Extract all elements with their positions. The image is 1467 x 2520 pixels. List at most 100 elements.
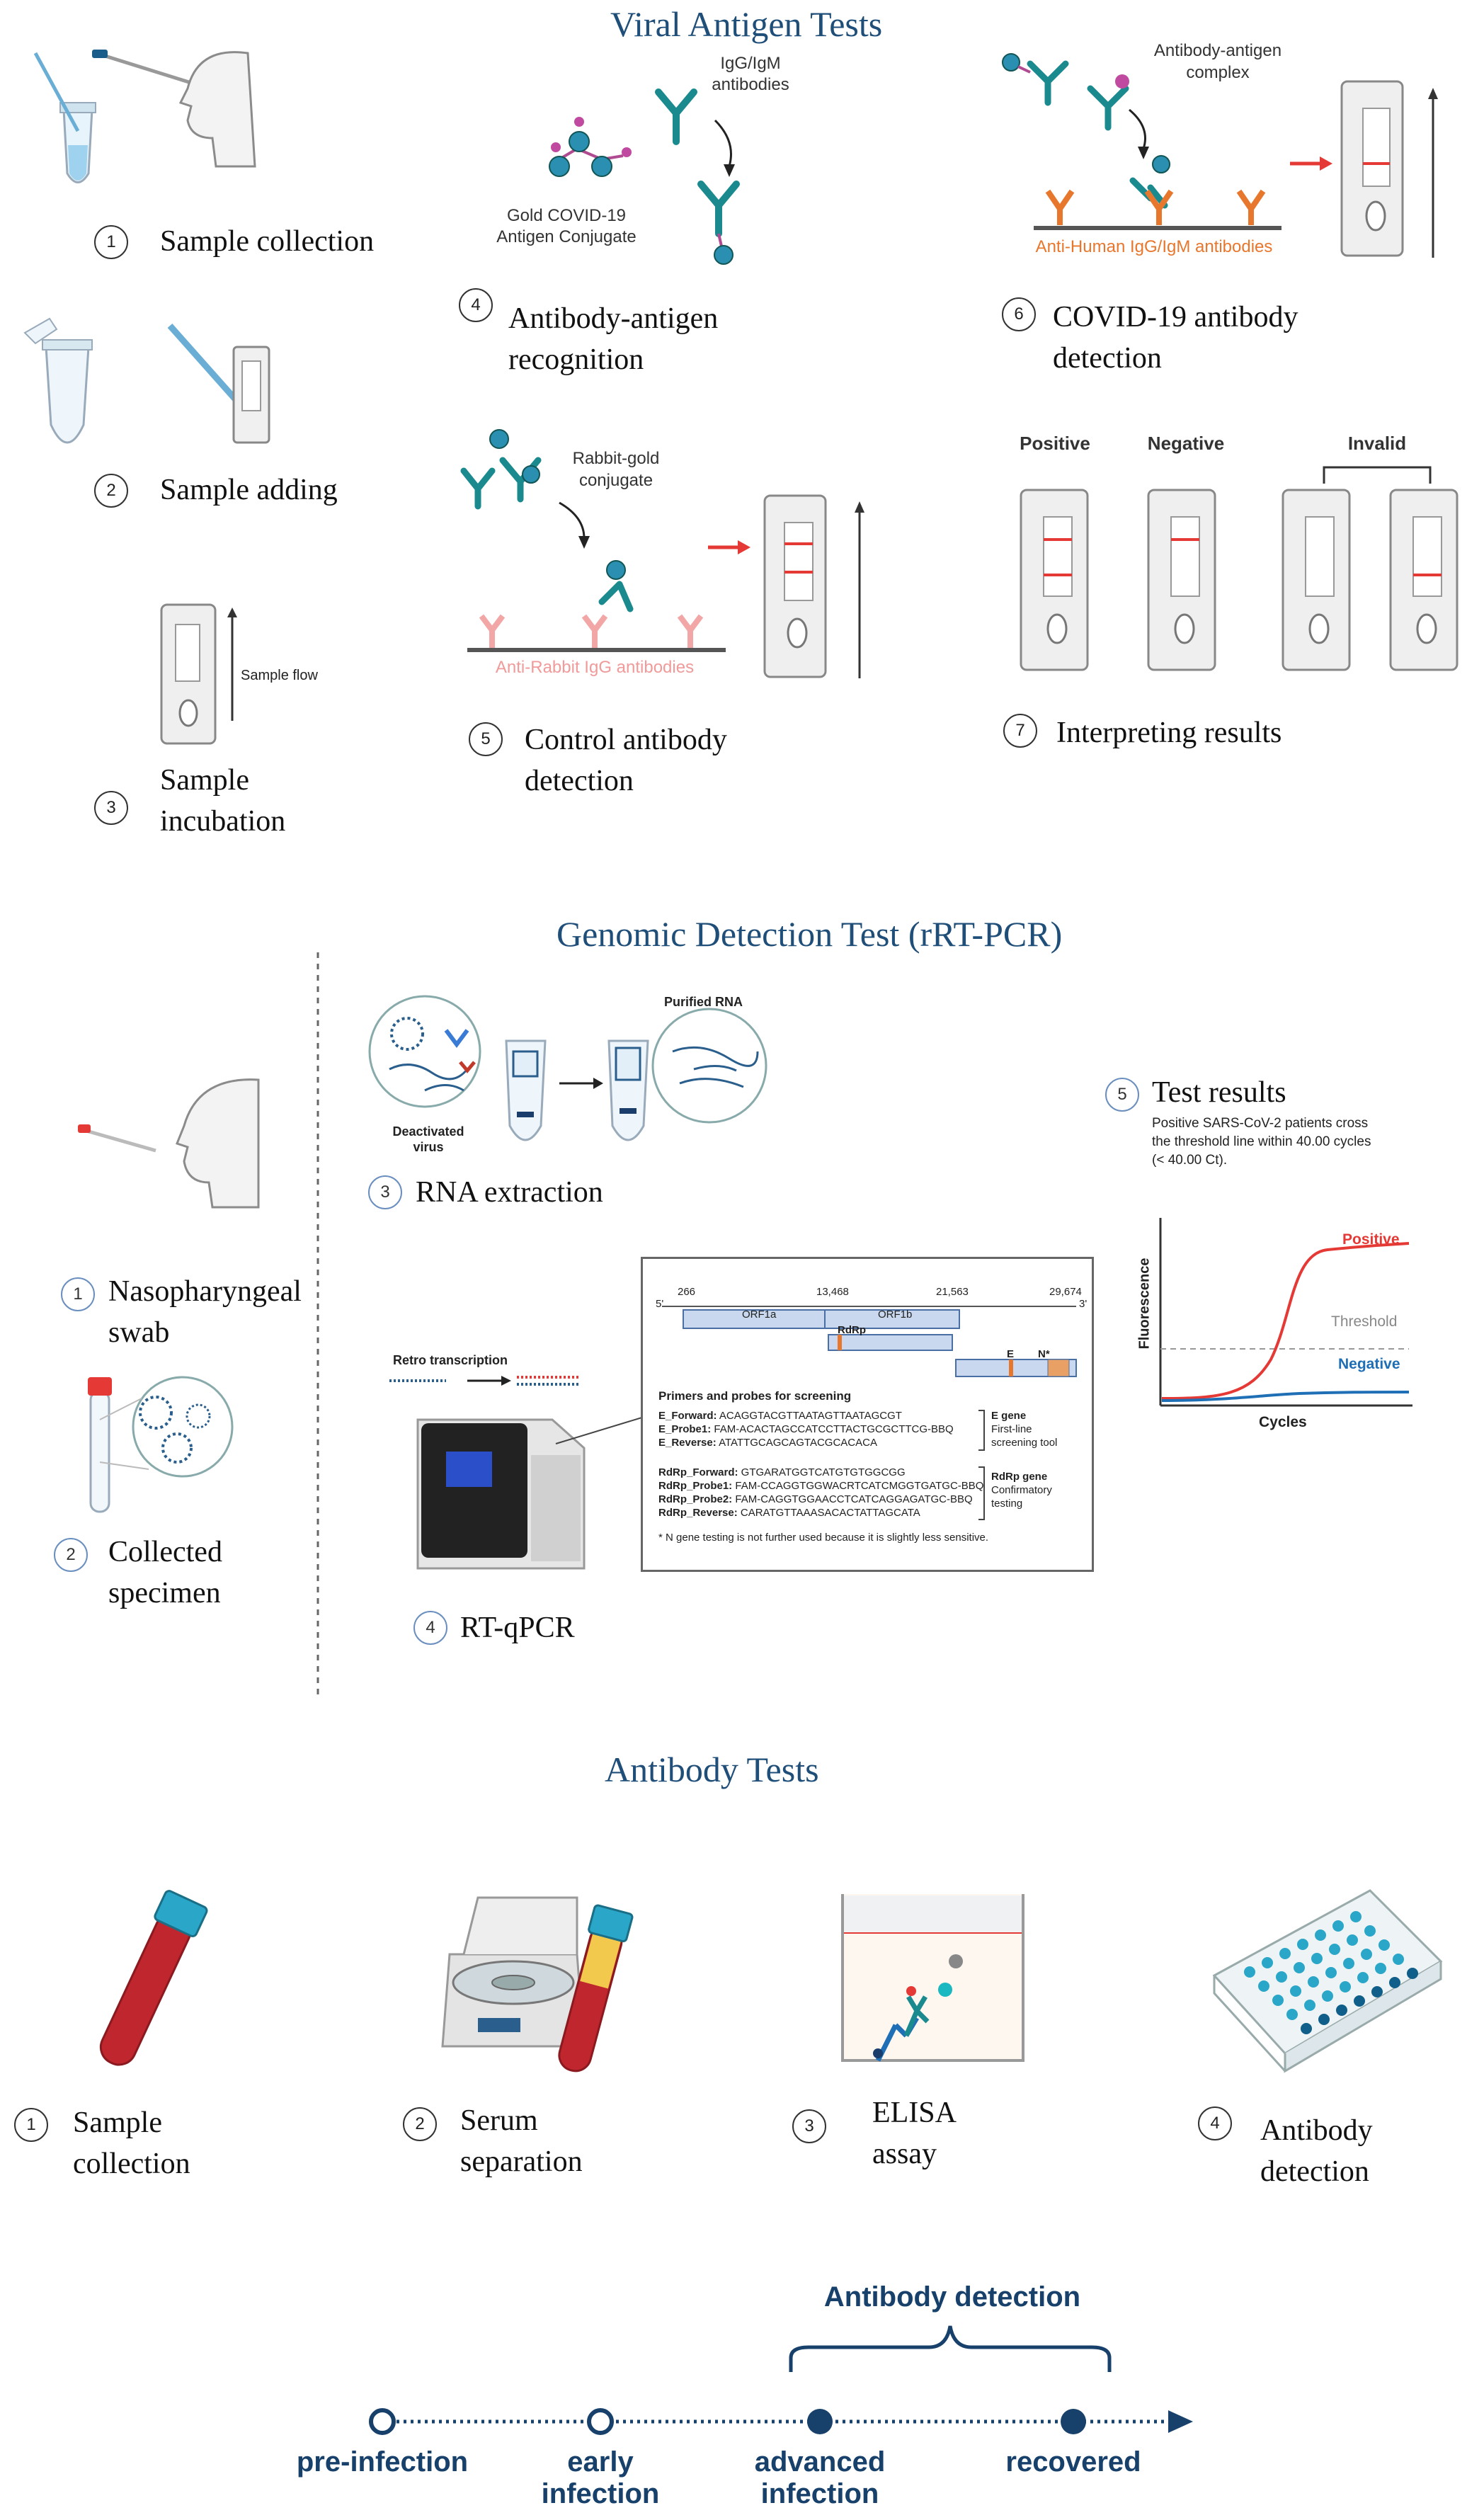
control-cassette bbox=[763, 494, 827, 678]
chart-ylabel: Fluorescence bbox=[1136, 1258, 1153, 1350]
antibody-step-1-label-line2: collection bbox=[73, 2148, 190, 2180]
genomic-step-2-number: 2 bbox=[54, 1538, 88, 1572]
gold-conjugate-label-line2: Antigen Conjugate bbox=[496, 227, 637, 246]
antibody-detection-bracket-label: Antibody detection bbox=[823, 2281, 1081, 2313]
genomic-step-1-number: 1 bbox=[61, 1277, 95, 1311]
flow-arrow-icon bbox=[1428, 88, 1438, 258]
cassette-positive bbox=[1020, 489, 1089, 671]
genomic-step-5-number: 5 bbox=[1105, 1078, 1139, 1112]
e-gene-note-line2: First-line bbox=[991, 1423, 1032, 1435]
antibody-detection-bracket bbox=[789, 2325, 1112, 2372]
viral-step-3-label-line1: Sample bbox=[160, 764, 249, 797]
rdrp-primer-row: RdRp_Probe1: FAM-CCAGGTGGWACRTCATCMGGTGA… bbox=[658, 1480, 984, 1492]
e-gene-label: E bbox=[1007, 1348, 1015, 1360]
rdrp-gene-note-title: RdRp gene bbox=[991, 1471, 1048, 1483]
orf1b-label: ORF1b bbox=[878, 1309, 913, 1321]
genome-map bbox=[662, 1306, 1077, 1377]
genome-pos-266: 266 bbox=[678, 1286, 696, 1298]
viral-step-3-label-line2: incubation bbox=[160, 805, 286, 838]
nasopharyngeal-swab-illustration bbox=[78, 1078, 260, 1209]
rdrp-gene-note: RdRp gene Confirmatory testing bbox=[991, 1470, 1052, 1510]
amplification-plot bbox=[1159, 1218, 1412, 1407]
sample-flow-arrow bbox=[227, 608, 237, 721]
flow-arrow-icon bbox=[855, 501, 864, 678]
deactivated-label-line1: Deactivated bbox=[392, 1124, 464, 1139]
antibody-step-2-label-line1: Serum bbox=[460, 2104, 538, 2137]
timeline-early-label-line1: early bbox=[567, 2446, 634, 2478]
rt-qpcr-machine bbox=[416, 1418, 586, 1570]
genomic-step-2-label-line1: Collected bbox=[108, 1536, 222, 1568]
rdrp-primers-list: RdRp_Forward: GTGARATGGTCATGTGTGGCGG RdR… bbox=[658, 1466, 983, 1520]
igg-igm-label-line2: antibodies bbox=[712, 75, 789, 94]
viral-step-6-label-line2: detection bbox=[1053, 342, 1162, 375]
e-primer-row: E_Probe1: FAM-ACACTAGCCATCCTTACTGCGCTTCG… bbox=[658, 1423, 954, 1435]
antibody-step-2-label-line2: separation bbox=[460, 2145, 583, 2178]
result-invalid-label: Invalid bbox=[1347, 433, 1407, 454]
e-primers-list: E_Forward: ACAGGTACGTTAATAGTTAATAGCGT E_… bbox=[658, 1409, 954, 1449]
genomic-step-1-label-line1: Nasopharyngeal bbox=[108, 1275, 302, 1308]
genomic-detection-title: Genomic Detection Test (rRT-PCR) bbox=[556, 914, 1063, 954]
viral-step-4-label-line2: recognition bbox=[508, 343, 644, 376]
purified-rna-label: Purified RNA bbox=[664, 995, 743, 1009]
n-gene-footnote: * N gene testing is not further used bec… bbox=[658, 1532, 989, 1544]
viral-step-6-label-line1: COVID-19 antibody bbox=[1053, 301, 1298, 333]
sample-incubation-cassette bbox=[160, 603, 217, 745]
result-negative-label: Negative bbox=[1147, 433, 1225, 454]
viral-step-5-number: 5 bbox=[469, 722, 503, 756]
viral-step-7-number: 7 bbox=[1003, 714, 1037, 748]
elisa-well-illustration bbox=[841, 1894, 1024, 2062]
collected-specimen-illustration bbox=[88, 1376, 234, 1513]
sample-collection-illustration bbox=[33, 50, 256, 183]
complex-label-line1: Antibody-antigen bbox=[1153, 41, 1282, 60]
red-arrow-icon bbox=[1290, 156, 1332, 171]
rabbit-gold-label-line2: conjugate bbox=[578, 471, 653, 490]
rdrp-primer-row: RdRp_Probe2: FAM-CAGGTGGAACCTCATCAGGAGAT… bbox=[658, 1493, 973, 1505]
e-gene-note-title: E gene bbox=[991, 1410, 1027, 1422]
covid-antibody-cassette bbox=[1340, 80, 1404, 257]
genomic-step-1-label-line2: swab bbox=[108, 1316, 170, 1349]
antibody-step-3-label-line1: ELISA bbox=[872, 2097, 957, 2129]
genome-pos-29674: 29,674 bbox=[1049, 1286, 1082, 1298]
viral-step-4-number: 4 bbox=[459, 288, 493, 322]
genomic-step-4-number: 4 bbox=[413, 1611, 447, 1645]
blood-tube-illustration bbox=[99, 1890, 208, 2066]
sample-flow-label: Sample flow bbox=[241, 668, 318, 683]
deactivated-label-line2: virus bbox=[413, 1140, 444, 1154]
viral-step-1-number: 1 bbox=[94, 225, 128, 259]
viral-step-1-label: Sample collection bbox=[160, 225, 375, 258]
cassette-invalid-2 bbox=[1389, 489, 1459, 671]
genome-pos-13468: 13,468 bbox=[816, 1286, 849, 1298]
n-gene-label: N* bbox=[1038, 1348, 1050, 1360]
timeline-advanced-label-line1: advanced bbox=[754, 2446, 886, 2478]
genome-3prime: 3' bbox=[1079, 1298, 1088, 1310]
rdrp-gene-bracket bbox=[978, 1466, 985, 1520]
e-gene-bracket bbox=[978, 1410, 985, 1451]
sample-adding-illustration bbox=[23, 317, 270, 444]
viral-step-5-label-line2: detection bbox=[525, 765, 634, 797]
centrifuge-illustration bbox=[441, 1896, 634, 2073]
cassette-invalid-1 bbox=[1282, 489, 1351, 671]
viral-step-3-number: 3 bbox=[94, 791, 128, 825]
retro-transcription-diagram bbox=[389, 1376, 581, 1386]
chart-threshold-label: Threshold bbox=[1331, 1313, 1398, 1330]
timeline-axis bbox=[369, 2408, 1193, 2435]
antibody-step-1-number: 1 bbox=[14, 2108, 48, 2142]
chart-negative-label: Negative bbox=[1338, 1356, 1400, 1372]
antibody-step-4-label-line1: Antibody bbox=[1260, 2114, 1373, 2147]
test-results-note: Positive SARS-CoV-2 patients cross the t… bbox=[1152, 1114, 1371, 1170]
antibody-step-3-number: 3 bbox=[792, 2109, 826, 2143]
antibody-step-4-number: 4 bbox=[1198, 2106, 1232, 2140]
genome-5prime: 5' bbox=[656, 1298, 664, 1310]
antibody-step-2-number: 2 bbox=[403, 2107, 437, 2141]
antibody-step-3-label-line2: assay bbox=[872, 2138, 937, 2170]
gold-conjugate-label-line1: Gold COVID-19 bbox=[506, 206, 627, 225]
rdrp-primer-row: RdRp_Reverse: CARATGTTAAASACACTATTAGCATA bbox=[658, 1507, 920, 1519]
retro-transcription-label: Retro transcription bbox=[393, 1353, 508, 1367]
viral-step-7-label: Interpreting results bbox=[1056, 717, 1282, 749]
viral-step-2-label: Sample adding bbox=[160, 474, 338, 506]
test-results-note-line2: the threshold line within 40.00 cycles bbox=[1152, 1134, 1371, 1149]
genomic-step-3-label: RNA extraction bbox=[416, 1176, 603, 1209]
rna-extraction-illustration bbox=[368, 995, 767, 1141]
genomic-step-3-number: 3 bbox=[368, 1175, 402, 1209]
viral-step-2-number: 2 bbox=[94, 474, 128, 508]
